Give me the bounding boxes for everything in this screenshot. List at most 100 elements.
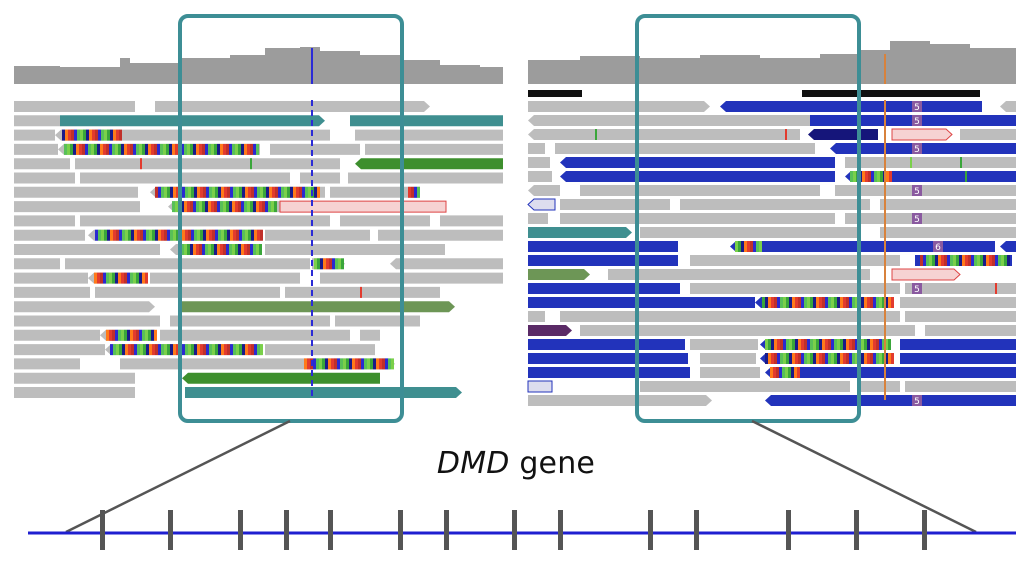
- softclip-mismatch: [127, 329, 130, 341]
- exon-ticks: [100, 510, 927, 550]
- softclip-mismatch: [170, 186, 173, 198]
- softclip-mismatch: [190, 244, 193, 255]
- softclip-mismatch: [346, 358, 349, 370]
- softclip-mismatch: [956, 255, 959, 266]
- softclip-mismatch: [172, 201, 175, 213]
- softclip-mismatch: [335, 258, 338, 270]
- softclip-mismatch: [849, 339, 852, 350]
- softclip-mismatch: [200, 344, 203, 356]
- softclip-mismatch: [254, 229, 257, 241]
- softclip-mismatch: [142, 143, 145, 155]
- softclip-mismatch: [1007, 255, 1010, 266]
- softclip-mismatch: [852, 353, 855, 364]
- softclip-mismatch: [142, 272, 145, 284]
- softclip-mismatch: [822, 297, 825, 308]
- softclip-mismatch: [245, 344, 248, 356]
- softclip-mismatch: [149, 344, 152, 356]
- aligned-read: [528, 143, 545, 154]
- aligned-read: [905, 311, 1016, 322]
- aligned-read: [14, 201, 140, 213]
- softclip-mismatch: [64, 143, 67, 155]
- softclip-mismatch: [151, 329, 154, 341]
- softclip-mismatch: [155, 229, 158, 241]
- softclip-mismatch: [870, 297, 873, 308]
- softclip-mismatch: [124, 272, 127, 284]
- right-zoom-line: [751, 419, 977, 534]
- softclip-mismatch: [191, 229, 194, 241]
- softclip-mismatch: [284, 186, 287, 198]
- softclip-mismatch: [101, 129, 104, 141]
- softclip-mismatch: [67, 143, 70, 155]
- softclip-mismatch: [197, 186, 200, 198]
- softclip-mismatch: [944, 255, 947, 266]
- softclip-mismatch: [882, 353, 885, 364]
- softclip-mismatch: [250, 143, 253, 155]
- softclip-mismatch: [152, 344, 155, 356]
- softclip-mismatch: [206, 186, 209, 198]
- softclip-mismatch: [112, 143, 115, 155]
- aligned-read: [690, 339, 758, 350]
- softclip-mismatch: [825, 353, 828, 364]
- softclip-mismatch: [275, 186, 278, 198]
- softclip-mismatch: [136, 329, 139, 341]
- softclip-mismatch: [218, 229, 221, 241]
- aligned-read: [14, 286, 90, 298]
- softclip-mismatch: [221, 186, 224, 198]
- aligned-read: [560, 157, 835, 168]
- softclip-mismatch: [104, 129, 107, 141]
- aligned-read: [390, 258, 503, 270]
- softclip-mismatch: [176, 344, 179, 356]
- softclip-mismatch: [88, 143, 91, 155]
- softclip-mismatch: [241, 143, 244, 155]
- softclip-mismatch: [181, 201, 184, 213]
- softclip-mismatch: [196, 143, 199, 155]
- softclip-mismatch: [753, 241, 756, 252]
- softclip-mismatch: [792, 353, 795, 364]
- softclip-mismatch: [319, 358, 322, 370]
- softclip-mismatch: [837, 339, 840, 350]
- aligned-read: [528, 339, 685, 350]
- softclip-mismatch: [926, 255, 929, 266]
- exon-tick: [444, 510, 449, 550]
- softclip-mismatch: [226, 244, 229, 255]
- aligned-read: [808, 129, 878, 140]
- softclip-mismatch: [816, 297, 819, 308]
- aligned-read: [14, 372, 135, 384]
- softclip-mismatch: [865, 171, 868, 182]
- insertion-label: 5: [914, 285, 920, 295]
- softclip-mismatch: [211, 201, 214, 213]
- softclip-mismatch: [807, 339, 810, 350]
- softclip-mismatch: [197, 344, 200, 356]
- softclip-mismatch: [262, 201, 265, 213]
- softclip-mismatch: [935, 255, 938, 266]
- softclip-mismatch: [768, 339, 771, 350]
- softclip-mismatch: [929, 255, 932, 266]
- softclip-mismatch: [98, 229, 101, 241]
- softclip-mismatch: [107, 129, 110, 141]
- softclip-mismatch: [130, 143, 133, 155]
- softclip-mismatch: [864, 297, 867, 308]
- softclip-mismatch: [852, 297, 855, 308]
- softclip-mismatch: [205, 201, 208, 213]
- aligned-read: [1000, 241, 1016, 252]
- softclip-mismatch: [837, 297, 840, 308]
- softclip-mismatch: [94, 143, 97, 155]
- softclip-mismatch: [244, 201, 247, 213]
- aligned-read: [65, 258, 310, 270]
- aligned-read: [528, 227, 632, 238]
- softclip-mismatch: [238, 143, 241, 155]
- aligned-read: [528, 115, 810, 126]
- softclip-mismatch: [215, 344, 218, 356]
- exon-tick: [694, 510, 699, 550]
- softclip-mismatch: [1001, 255, 1004, 266]
- softclip-mismatch: [152, 229, 155, 241]
- aligned-read: [900, 353, 1016, 364]
- aligned-read: [528, 311, 545, 322]
- softclip-mismatch: [370, 358, 373, 370]
- aligned-read: [320, 272, 503, 284]
- aligned-read: [14, 186, 138, 198]
- softclip-mismatch: [79, 143, 82, 155]
- softclip-mismatch: [756, 241, 759, 252]
- softclip-mismatch: [290, 186, 293, 198]
- softclip-mismatch: [837, 353, 840, 364]
